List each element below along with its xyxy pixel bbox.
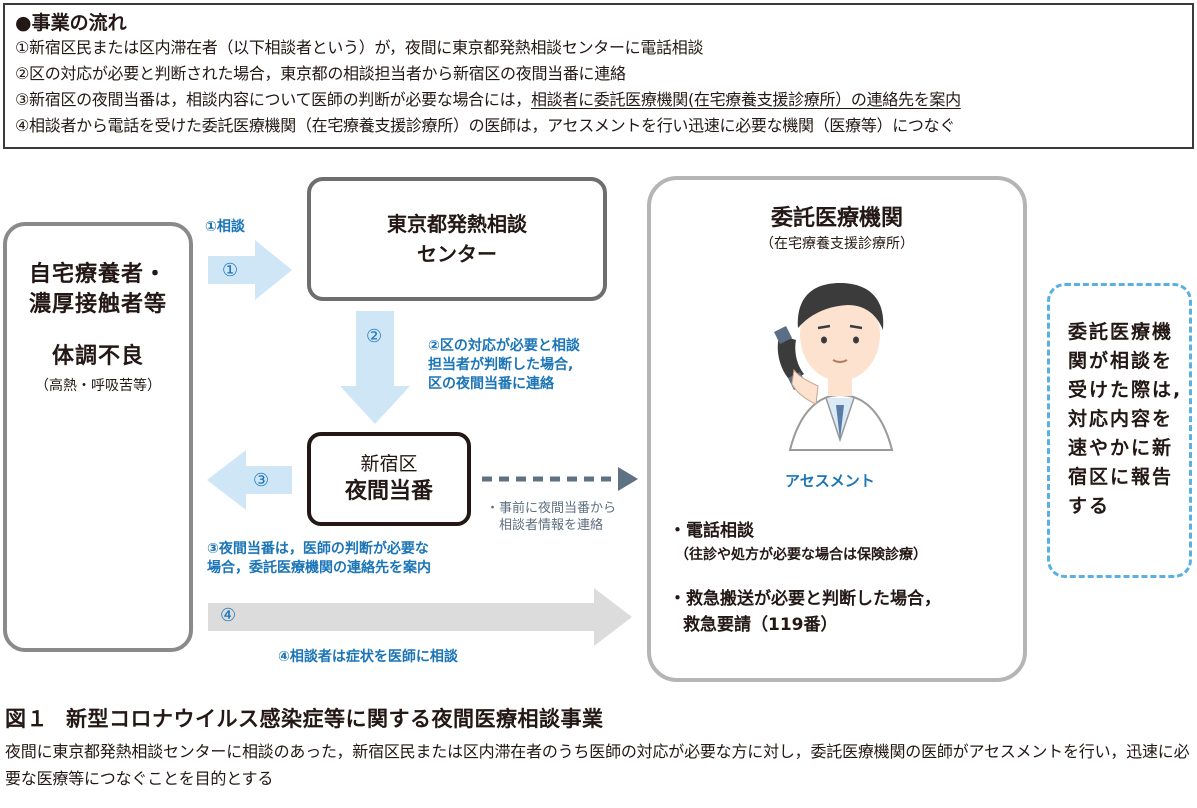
dotted-arrow-head bbox=[618, 467, 638, 491]
clinic-title: 委託医療機関 bbox=[770, 206, 903, 231]
summary-line-4: ④相談者から電話を受けた委託医療機関（在宅療養支援診療所）の医師は，アセスメント… bbox=[15, 116, 956, 135]
arrow-2-label-line: 区の夜間当番に連絡 bbox=[428, 376, 554, 392]
clinic-subtitle: （在宅療養支援診療所） bbox=[760, 236, 914, 252]
clinic-item-emergency-call: 救急要請（119番） bbox=[683, 615, 838, 635]
patient-condition-detail: （高熱・呼吸苦等） bbox=[35, 378, 161, 394]
patient-name-line-1: 自宅療養者・ bbox=[28, 262, 167, 287]
night-duty-line-2: 夜間当番 bbox=[344, 479, 433, 504]
arrow-4-number: ④ bbox=[220, 605, 237, 626]
arrow-3-guide bbox=[207, 450, 292, 510]
doctor-illustration bbox=[774, 283, 894, 451]
clinic-item-phone-detail: （往診や処方が必要な場合は保険診療） bbox=[675, 547, 927, 563]
night-duty-box: 新宿区 夜間当番 bbox=[307, 432, 471, 526]
clinic-box: 委託医療機関 （在宅療養支援診療所） アセスメント ・電話相談 （往診や処方が必… bbox=[647, 176, 1027, 682]
report-line: 速やかに新 bbox=[1068, 437, 1174, 459]
report-note-box: 委託医療機 関が相談を 受けた際は, 対応内容を 速やかに新 宿区に報告 する bbox=[1047, 283, 1192, 578]
arrow-3-label: ③夜間当番は，医師の判断が必要な 場合，委託医療機関の連絡先を案内 bbox=[207, 540, 431, 578]
arrow-1-consult bbox=[208, 240, 292, 300]
tokyo-fever-center-box: 東京都発熱相談 センター bbox=[307, 177, 607, 301]
night-duty-line-1: 新宿区 bbox=[360, 453, 418, 475]
arrow-2-label-line: ②区の対応が必要と相談 bbox=[428, 338, 580, 354]
summary-title: ●事業の流れ bbox=[15, 12, 127, 34]
dotted-arrow-label: ・事前に夜間当番から 相談者情報を連絡 bbox=[486, 500, 616, 534]
arrow-3-label-line: 場合，委託医療機関の連絡先を案内 bbox=[207, 560, 431, 576]
arrow-2-label-line: 担当者が判断した場合, bbox=[428, 357, 574, 373]
report-line: 対応内容を bbox=[1068, 408, 1174, 430]
summary-line-3: ③新宿区の夜間当番は，相談内容について医師の判断が必要な場合には，相談者に委託医… bbox=[15, 87, 1182, 113]
summary-line-3-underlined: 相談者に委託医療機関(在宅療養支援診療所）の連絡先を案内 bbox=[530, 90, 961, 109]
arrow-3-label-line: ③夜間当番は，医師の判断が必要な bbox=[207, 541, 429, 557]
arrow-3-number: ③ bbox=[253, 470, 270, 491]
dotted-arrow-label-line: ・事前に夜間当番から bbox=[486, 501, 617, 516]
patient-condition: 体調不良 bbox=[51, 344, 144, 369]
summary-line-1: ①新宿区民または区内滞在者（以下相談者という）が，夜間に東京都発熱相談センターに… bbox=[15, 38, 704, 57]
summary-line-3-plain: ③新宿区の夜間当番は，相談内容について医師の判断が必要な場合には， bbox=[15, 90, 531, 109]
arrow-4-consult-doctor bbox=[208, 588, 632, 646]
patient-box: 自宅療養者・ 濃厚接触者等 体調不良 （高熱・呼吸苦等） bbox=[3, 222, 193, 652]
patient-name-line-2: 濃厚接触者等 bbox=[28, 292, 167, 317]
flow-summary-box: ●事業の流れ ①新宿区民または区内滞在者（以下相談者という）が，夜間に東京都発熱… bbox=[3, 3, 1194, 149]
figure-caption-title: 図１ 新型コロナウイルス感染症等に関する夜間医療相談事業 bbox=[5, 703, 604, 733]
report-line: する bbox=[1068, 495, 1111, 517]
arrow-2-contact bbox=[340, 311, 410, 424]
figure-title: 新型コロナウイルス感染症等に関する夜間医療相談事業 bbox=[66, 707, 604, 731]
clinic-assessment: アセスメント bbox=[785, 472, 875, 490]
center-line-2: センター bbox=[417, 242, 497, 266]
report-line: 委託医療機 bbox=[1068, 321, 1174, 343]
arrow-2-label: ②区の対応が必要と相談 担当者が判断した場合, 区の夜間当番に連絡 bbox=[428, 337, 580, 394]
figure-caption-body: 夜間に東京都発熱相談センターに相談のあった，新宿区民または区内滞在者のうち医師の… bbox=[5, 742, 1190, 788]
arrow-2-number: ② bbox=[366, 326, 383, 347]
report-line: 宿区に報告 bbox=[1068, 466, 1174, 488]
clinic-item-phone: ・電話相談 bbox=[669, 521, 754, 541]
clinic-items: ・電話相談 （往診や処方が必要な場合は保険診療） ・救急搬送が必要と判断した場合… bbox=[669, 518, 941, 638]
report-line: 関が相談を bbox=[1068, 350, 1174, 372]
report-line: 受けた際は, bbox=[1068, 379, 1183, 401]
arrow-4-label: ④相談者は症状を医師に相談 bbox=[278, 649, 458, 665]
dotted-arrow-label-line: 相談者情報を連絡 bbox=[499, 518, 604, 533]
center-line-1: 東京都発熱相談 bbox=[387, 212, 527, 236]
arrow-1-label: ①相談 bbox=[205, 219, 245, 235]
arrow-1-number: ① bbox=[222, 260, 239, 281]
clinic-item-emergency: ・救急搬送が必要と判断した場合， bbox=[669, 589, 941, 609]
figure-number: 図１ bbox=[5, 707, 48, 731]
summary-line-2: ②区の対応が必要と判断された場合，東京都の相談担当者から新宿区の夜間当番に連絡 bbox=[15, 64, 626, 83]
